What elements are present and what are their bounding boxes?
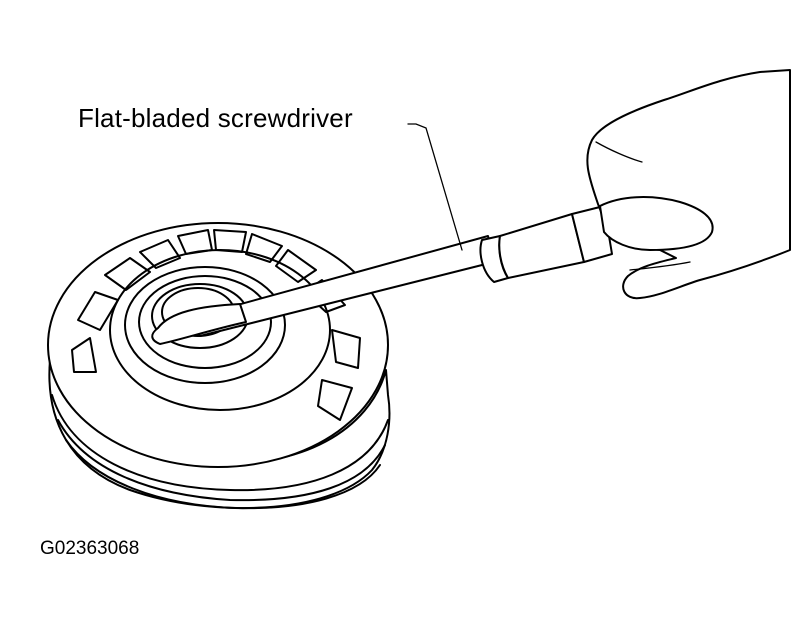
- pulley-disc: [47, 222, 391, 510]
- hand-outline: [586, 69, 791, 300]
- hub-middle: [138, 275, 272, 369]
- disc-groove-2: [57, 419, 386, 502]
- disc-groove-1: [51, 394, 389, 492]
- figure-id: G02363068: [40, 538, 140, 559]
- hand: [586, 69, 791, 300]
- screwdriver-blade: [151, 303, 247, 345]
- screwdriver-handle: [498, 213, 585, 279]
- hand-finger-line: [595, 141, 643, 163]
- hand-thumb: [599, 196, 714, 251]
- disc-groove-3: [65, 439, 381, 510]
- screwdriver: [151, 205, 613, 345]
- callout-label: Flat-bladed screwdriver: [78, 103, 353, 133]
- hand-knuckle-line: [629, 261, 691, 271]
- callout-leader-line: [407, 123, 463, 251]
- disc-windows: [71, 229, 361, 421]
